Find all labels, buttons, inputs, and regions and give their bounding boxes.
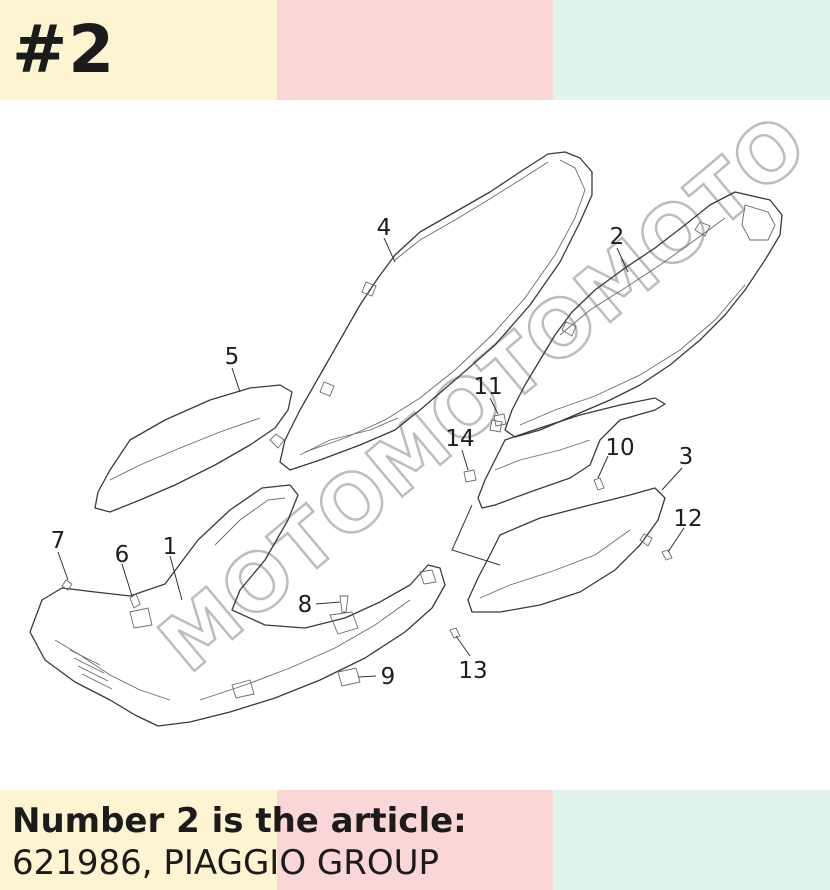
header-band: [0, 0, 830, 100]
callout-1: 1: [163, 534, 178, 560]
part-14-lower-trim: [477, 397, 666, 509]
footer-band-pink: [277, 790, 553, 890]
header-band-pink: [277, 0, 553, 100]
article-info: Number 2 is the article: 621986, PIAGGIO…: [12, 800, 467, 884]
leader-lines: [57, 237, 685, 678]
callout-labels: 4 2 5 11 14 10 3 12 7 6 1 8 9 13: [51, 215, 703, 690]
article-number-line: 621986, PIAGGIO GROUP: [12, 843, 440, 883]
part-3-lower-panel: [467, 487, 666, 613]
article-headline: Number 2 is the article:: [12, 801, 467, 841]
callout-2: 2: [610, 224, 625, 250]
part-4-side-panel: [279, 151, 593, 471]
callout-7: 7: [51, 528, 66, 554]
part-5-front-panel: [94, 384, 293, 513]
callout-9: 9: [381, 664, 396, 690]
callout-5: 5: [225, 344, 240, 370]
exploded-parts-diagram: MOTOMOTOMOTO: [29, 100, 826, 727]
callout-12: 12: [673, 506, 702, 532]
part-2-side-panel: [504, 191, 783, 438]
callout-10: 10: [605, 435, 634, 461]
part-number-badge: #2: [12, 11, 116, 88]
callout-3: 3: [679, 444, 694, 470]
callout-4: 4: [377, 215, 392, 241]
callout-8: 8: [298, 592, 313, 618]
header-band-mint: [553, 0, 830, 100]
callout-6: 6: [115, 542, 130, 568]
hardware-fasteners: [61, 413, 673, 687]
callout-11: 11: [473, 374, 502, 400]
part-1-footboard: [29, 484, 446, 727]
header-band-yellow: [0, 0, 277, 100]
footer-band-mint: [553, 790, 830, 890]
callout-14: 14: [445, 426, 474, 452]
callout-13: 13: [458, 658, 487, 684]
footer-band-yellow: [0, 790, 277, 890]
footer-band: [0, 790, 830, 890]
